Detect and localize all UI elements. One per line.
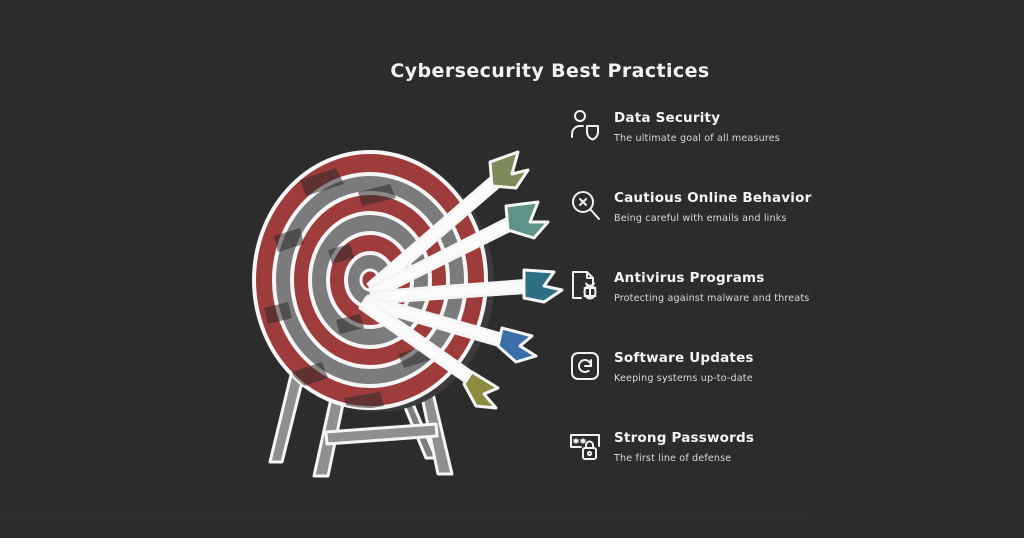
practice-item-antivirus-programs[interactable]: Antivirus Programs Protecting against ma…: [565, 264, 825, 344]
practice-text: Data Security The ultimate goal of all m…: [614, 104, 829, 146]
practice-description: Being careful with emails and links: [614, 213, 787, 224]
practice-description: The first line of defense: [614, 453, 732, 464]
practice-item-strong-passwords[interactable]: Strong Passwords The first line of defen…: [565, 424, 825, 504]
practice-text: Strong Passwords The first line of defen…: [614, 424, 829, 466]
practice-item-software-updates[interactable]: Software Updates Keeping systems up-to-d…: [565, 344, 825, 424]
practice-text: Antivirus Programs Protecting against ma…: [614, 264, 829, 306]
practice-item-cautious-online-behavior[interactable]: Cautious Online Behavior Being careful w…: [565, 184, 825, 264]
practice-title: Data Security: [614, 110, 721, 126]
practice-description: The ultimate goal of all measures: [614, 133, 780, 144]
page-title: Cybersecurity Best Practices: [390, 60, 710, 82]
magnifier-x-icon: [565, 186, 605, 226]
practice-description: Keeping systems up-to-date: [614, 373, 753, 384]
arrow-lower: [363, 294, 538, 364]
practice-text: Cautious Online Behavior Being careful w…: [614, 184, 829, 226]
target-texture: [264, 168, 430, 408]
practice-title: Software Updates: [614, 350, 754, 366]
archery-target-illustration: [240, 140, 570, 490]
best-practices-list: Data Security The ultimate goal of all m…: [565, 104, 825, 504]
file-bug-icon: [565, 266, 605, 306]
practice-title: Cautious Online Behavior: [614, 190, 812, 206]
practice-description: Protecting against malware and threats: [614, 293, 810, 304]
person-shield-icon: [565, 106, 605, 146]
practice-title: Strong Passwords: [614, 430, 755, 446]
practice-item-data-security[interactable]: Data Security The ultimate goal of all m…: [565, 104, 825, 184]
arrow-bottom: [358, 296, 500, 410]
refresh-square-icon: [565, 346, 605, 386]
practice-text: Software Updates Keeping systems up-to-d…: [614, 344, 829, 386]
password-lock-icon: [565, 426, 605, 466]
practice-title: Antivirus Programs: [614, 270, 765, 286]
